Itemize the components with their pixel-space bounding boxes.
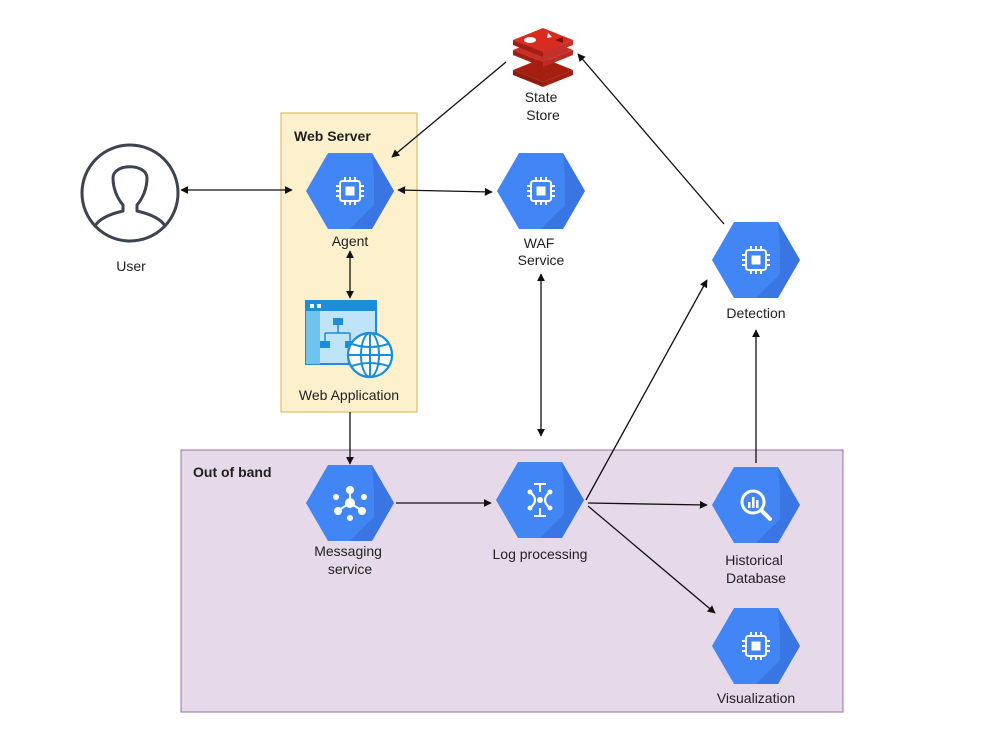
web-application-label: Web Application bbox=[299, 387, 399, 403]
visualization-node[interactable]: Visualization bbox=[712, 608, 800, 706]
state-store-node[interactable]: State Store bbox=[513, 28, 573, 123]
edge-agent-waf bbox=[397, 186, 493, 196]
redis-icon bbox=[513, 28, 573, 87]
waf-service-label-line1: WAF bbox=[524, 235, 555, 251]
waf-service-label: WAF Service bbox=[518, 235, 565, 268]
edge-logprocessing-historical bbox=[587, 500, 708, 509]
messaging-service-label-line2: service bbox=[328, 561, 373, 577]
detection-label: Detection bbox=[726, 305, 785, 321]
visualization-label: Visualization bbox=[717, 690, 795, 706]
pubsub-icon bbox=[306, 465, 394, 541]
edge-logprocessing-detection bbox=[585, 279, 708, 501]
web-server-group-label: Web Server bbox=[294, 128, 371, 144]
bigquery-icon bbox=[712, 467, 800, 543]
waf-service-node[interactable]: WAF Service bbox=[497, 153, 585, 268]
historical-database-label-line1: Historical bbox=[725, 552, 783, 568]
waf-service-label-line2: Service bbox=[518, 252, 565, 268]
user-node[interactable]: User bbox=[80, 143, 180, 274]
agent-node[interactable]: Agent bbox=[306, 153, 394, 249]
log-processing-node[interactable]: Log processing bbox=[493, 462, 588, 562]
state-store-label-line1: State bbox=[525, 89, 558, 105]
state-store-label-line2: Store bbox=[526, 107, 560, 123]
compute-chip-icon bbox=[712, 222, 800, 298]
edge-logprocessing-visualization bbox=[587, 505, 716, 614]
state-store-label: State Store bbox=[525, 89, 562, 123]
dataflow-icon bbox=[496, 462, 584, 538]
out-of-band-group-label: Out of band bbox=[193, 464, 272, 480]
web-application-icon bbox=[305, 300, 394, 379]
compute-chip-icon bbox=[497, 153, 585, 229]
historical-database-label: Historical Database bbox=[725, 552, 786, 586]
detection-node[interactable]: Detection bbox=[712, 222, 800, 321]
messaging-service-label: Messaging service bbox=[314, 543, 386, 577]
messaging-service-label-line1: Messaging bbox=[314, 543, 382, 559]
historical-database-node[interactable]: Historical Database bbox=[712, 467, 800, 586]
compute-chip-icon bbox=[712, 608, 800, 684]
agent-label: Agent bbox=[332, 233, 369, 249]
edges bbox=[180, 53, 760, 614]
user-icon bbox=[80, 143, 180, 243]
user-label: User bbox=[116, 258, 146, 274]
edge-statestore-agent bbox=[391, 61, 507, 158]
edge-detection-statestore bbox=[577, 53, 725, 225]
web-application-node[interactable]: Web Application bbox=[299, 300, 399, 403]
messaging-service-node[interactable]: Messaging service bbox=[306, 465, 394, 577]
historical-database-label-line2: Database bbox=[726, 570, 786, 586]
log-processing-label: Log processing bbox=[493, 546, 588, 562]
compute-chip-icon bbox=[306, 153, 394, 229]
